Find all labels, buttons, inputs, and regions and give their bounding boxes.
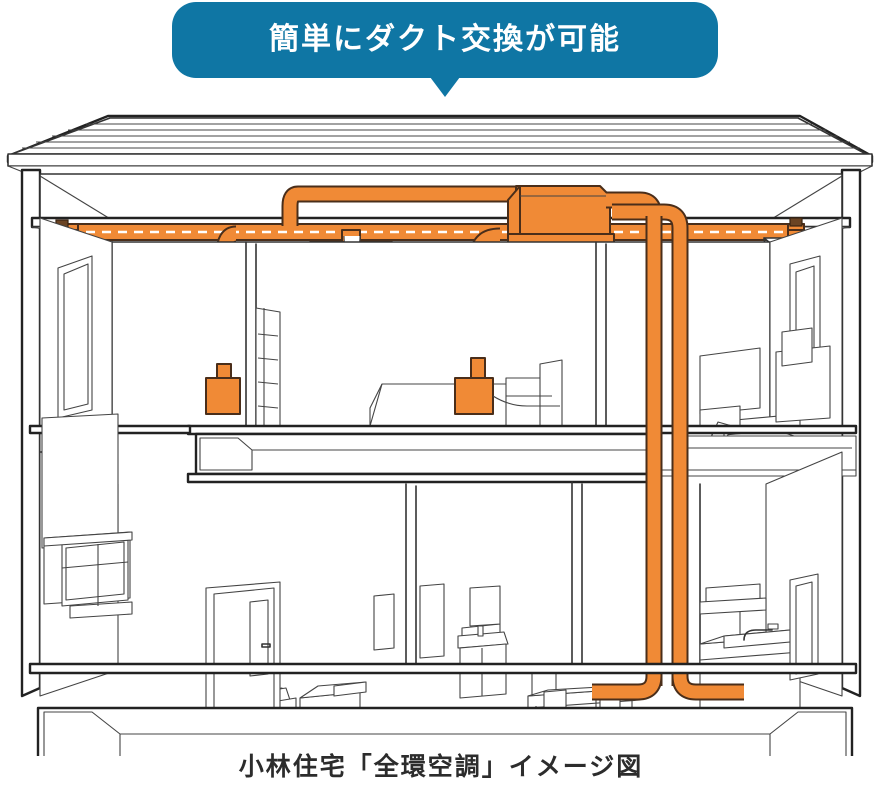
banner-container: 簡単にダクト交換が可能 (0, 0, 882, 100)
attic-duct-system (61, 185, 805, 686)
roof-ridge-lines (22, 123, 860, 149)
callout-banner: 簡単にダクト交換が可能 (172, 2, 718, 78)
interior-door (205, 581, 281, 723)
bed (369, 359, 563, 427)
second-floor-left-room (57, 255, 281, 427)
ladder-shelf (255, 307, 281, 427)
house-cutaway-illustration: .ln{fill:none;stroke:#333333;stroke-widt… (0, 96, 882, 756)
fireplace-cabinet (41, 413, 133, 619)
second-floor-vent-box-left (205, 363, 241, 415)
vanity (373, 583, 509, 699)
second-floor-bedroom (369, 357, 563, 427)
roof-group (6, 114, 874, 175)
attic-air-handler-unit (507, 185, 615, 247)
banner-pointer-icon (430, 77, 460, 97)
banner-label: 簡単にダクト交換が可能 (269, 23, 621, 56)
window-left-upper (57, 255, 93, 419)
figure-caption: 小林住宅「全環空調」イメージ図 (238, 753, 644, 781)
foundation (28, 662, 858, 756)
vertical-duct-risers (592, 216, 744, 701)
range-hood (699, 583, 767, 652)
window-right-lower (789, 573, 819, 681)
first-floor-kitchen (699, 573, 819, 727)
